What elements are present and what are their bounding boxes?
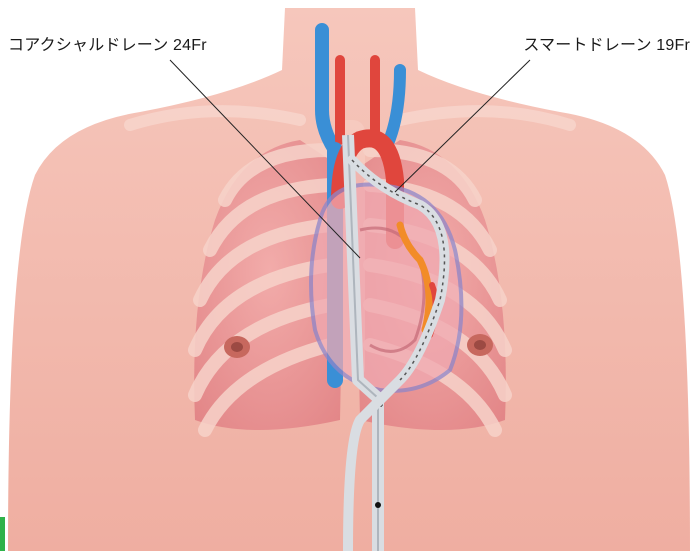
smart-drain-label: スマートドレーン 19Fr bbox=[523, 36, 690, 56]
green-marker bbox=[0, 517, 5, 551]
coaxial-drain-marker-2 bbox=[375, 502, 381, 508]
coaxial-drain-label: コアクシャルドレーン 24Fr bbox=[8, 36, 207, 56]
